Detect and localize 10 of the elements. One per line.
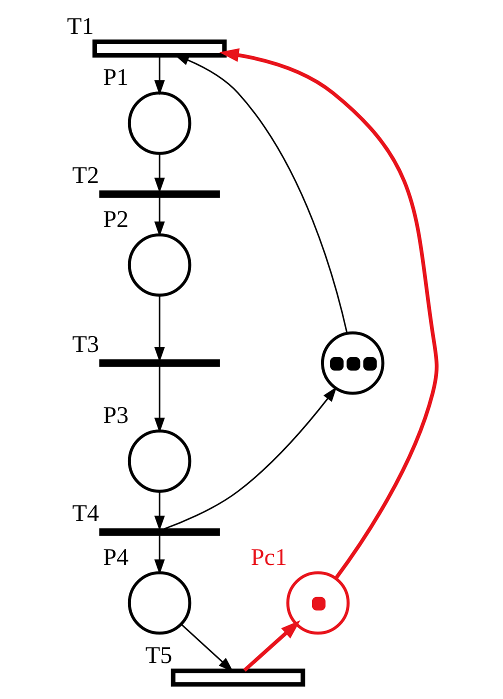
node-label: Pc1	[250, 544, 288, 571]
node-label: T4	[72, 500, 100, 528]
node-label: T3	[72, 331, 100, 358]
node-label: T1	[66, 12, 94, 40]
node-label: P3	[103, 402, 129, 430]
node-label: T2	[72, 162, 100, 190]
node-label: P1	[103, 64, 129, 92]
node-label: T5	[145, 642, 172, 669]
node-label: P4	[103, 544, 129, 571]
node-label: P2	[103, 206, 129, 233]
